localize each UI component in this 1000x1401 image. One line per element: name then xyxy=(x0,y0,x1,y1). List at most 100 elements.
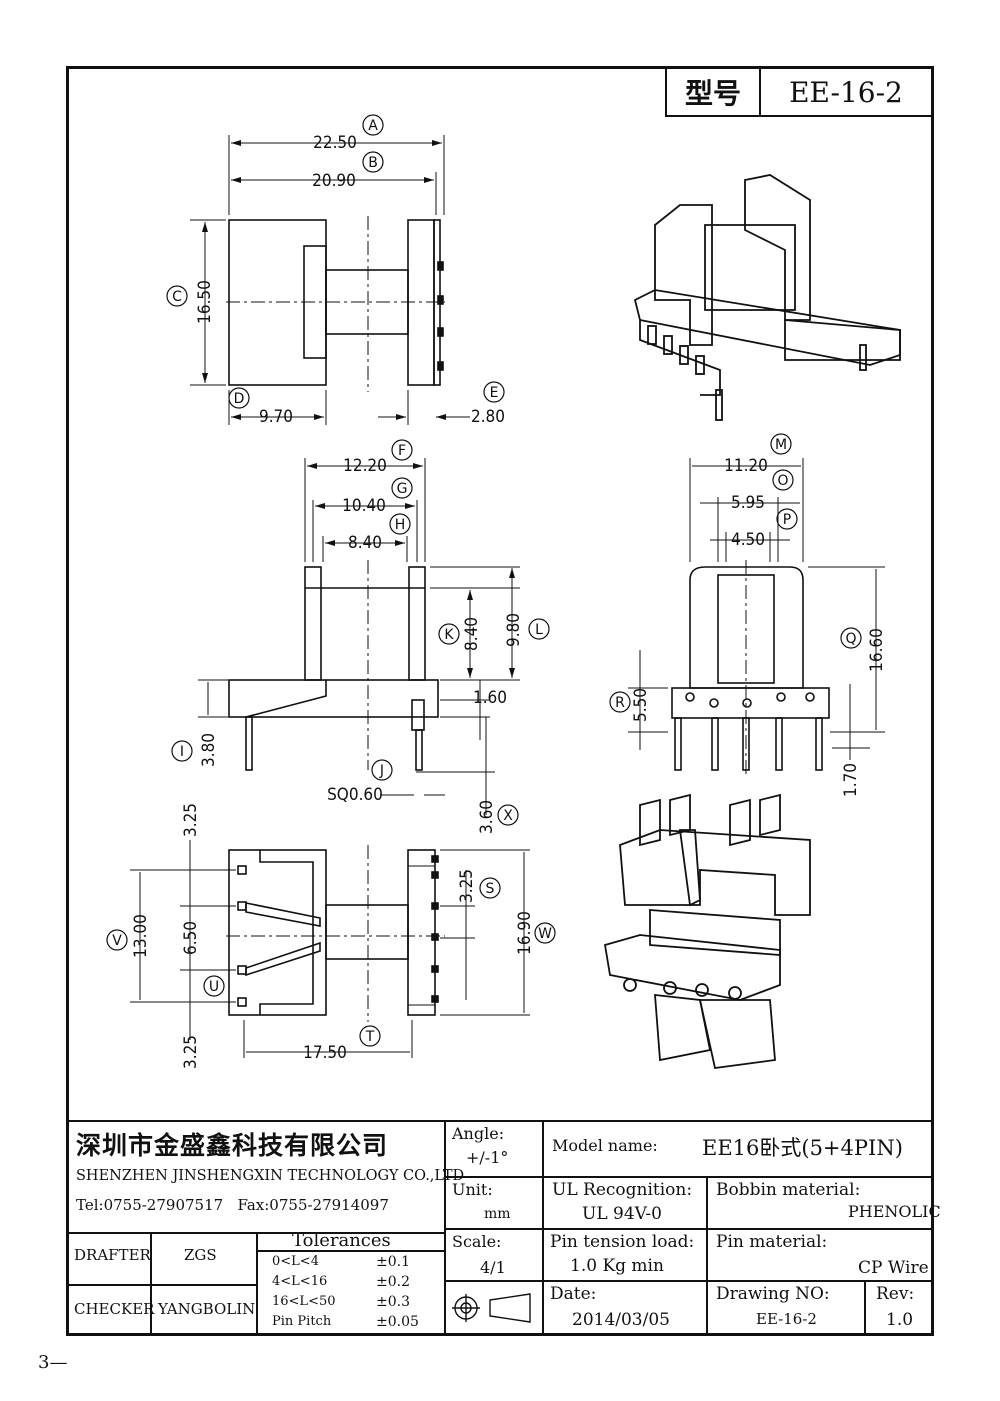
model-name-value: EE16卧式(5+4PIN) xyxy=(702,1136,903,1160)
marker-letters: A B C D E F G H K L I J X M O P Q R S W … xyxy=(112,118,856,1045)
date-label: Date: xyxy=(550,1284,597,1304)
dim-X: 3.60 xyxy=(477,800,497,834)
unit-value: mm xyxy=(484,1206,511,1222)
tol-value-1: ±0.1 xyxy=(376,1254,410,1270)
dim-A: 22.50 xyxy=(313,133,357,153)
model-value: EE-16-2 xyxy=(789,75,903,109)
tol-value-4: ±0.05 xyxy=(376,1314,419,1330)
side-view xyxy=(190,135,470,425)
unit-label: Unit: xyxy=(452,1180,493,1199)
dim-T: 17.50 xyxy=(303,1043,347,1063)
dim-L: 9.80 xyxy=(504,613,524,647)
svg-text:E: E xyxy=(490,385,499,401)
pin-material-label: Pin material: xyxy=(716,1232,828,1252)
rev-label: Rev: xyxy=(876,1284,915,1304)
rev-value: 1.0 xyxy=(886,1310,914,1330)
dim-bottom-325: 3.25 xyxy=(181,1035,201,1069)
front-view xyxy=(198,458,520,815)
tol-range-1: 0<L<4 xyxy=(272,1254,319,1269)
dim-Q: 16.60 xyxy=(867,628,887,672)
checker-value: YANGBOLIN xyxy=(158,1300,256,1318)
svg-text:R: R xyxy=(615,695,625,711)
title-block: 深圳市金盛鑫科技有限公司 SHENZHEN JINSHENGXIN TECHNO… xyxy=(66,1120,941,1336)
dim-W: 16.90 xyxy=(515,911,535,955)
svg-text:J: J xyxy=(379,763,384,779)
svg-text:T: T xyxy=(365,1029,375,1045)
bottom-view xyxy=(130,840,530,1058)
dim-K: 8.40 xyxy=(462,617,482,651)
pin-material-value: CP Wire xyxy=(858,1258,929,1278)
page-mark: 3— xyxy=(38,1352,68,1373)
dim-top-325: 3.25 xyxy=(181,803,201,837)
svg-text:P: P xyxy=(783,512,791,528)
tol-range-4: Pin Pitch xyxy=(272,1314,332,1329)
dim-J: SQ0.60 xyxy=(327,785,383,805)
dim-O: 5.95 xyxy=(731,493,765,513)
svg-text:Q: Q xyxy=(845,631,856,647)
svg-text:S: S xyxy=(486,881,495,897)
dim-I: 3.80 xyxy=(199,733,219,767)
svg-text:U: U xyxy=(209,979,219,995)
svg-text:V: V xyxy=(112,933,122,949)
svg-text:C: C xyxy=(172,289,182,305)
drafter-value: ZGS xyxy=(184,1246,217,1264)
svg-text:M: M xyxy=(775,437,787,453)
tol-value-3: ±0.3 xyxy=(376,1294,410,1310)
tolerances-title: Tolerances xyxy=(292,1230,391,1251)
scale-label: Scale: xyxy=(452,1232,502,1251)
tol-range-3: 16<L<50 xyxy=(272,1294,336,1309)
dim-S: 3.25 xyxy=(457,869,477,903)
svg-text:D: D xyxy=(234,391,245,407)
company-name-cn: 深圳市金盛鑫科技有限公司 xyxy=(76,1131,389,1160)
dim-C: 16.50 xyxy=(195,280,215,324)
svg-text:X: X xyxy=(503,808,513,824)
ul-value: UL 94V-0 xyxy=(582,1204,662,1224)
checker-label: CHECKER xyxy=(74,1300,155,1318)
isometric-assembled xyxy=(633,174,901,421)
dim-P: 4.50 xyxy=(731,530,765,550)
dim-pin-length: 1.70 xyxy=(841,763,861,797)
model-label: 型号 xyxy=(667,69,761,115)
svg-text:B: B xyxy=(368,155,378,171)
svg-text:L: L xyxy=(535,622,543,638)
dim-H: 8.40 xyxy=(348,533,382,553)
pin-tension-label: Pin tension load: xyxy=(550,1232,695,1252)
model-header: 型号 EE-16-2 xyxy=(665,69,931,117)
dim-B: 20.90 xyxy=(312,171,356,191)
model-name-label: Model name: xyxy=(552,1136,658,1155)
company-name-en: SHENZHEN JINSHENGXIN TECHNOLOGY CO.,LTD xyxy=(76,1168,465,1184)
svg-text:O: O xyxy=(777,473,788,489)
end-view xyxy=(628,458,885,775)
angle-label: Angle: xyxy=(452,1124,505,1143)
svg-text:F: F xyxy=(398,443,406,459)
isometric-exploded xyxy=(603,793,811,1070)
angle-value: +/-1° xyxy=(466,1148,509,1167)
bobbin-value: PHENOLIC xyxy=(848,1202,941,1221)
dim-U: 6.50 xyxy=(181,921,201,955)
dim-pin-width: 1.60 xyxy=(473,688,507,708)
drawing-sheet: 型号 EE-16-2 xyxy=(66,66,934,1336)
date-value: 2014/03/05 xyxy=(572,1310,670,1330)
dim-M: 11.20 xyxy=(724,456,768,476)
dimension-markers xyxy=(106,114,862,1047)
svg-text:W: W xyxy=(538,926,552,942)
tol-value-2: ±0.2 xyxy=(376,1274,410,1290)
svg-text:H: H xyxy=(395,517,406,533)
drawing-no-value: EE-16-2 xyxy=(756,1310,817,1328)
dim-F: 12.20 xyxy=(343,456,387,476)
svg-text:G: G xyxy=(397,481,408,497)
dim-R: 5.50 xyxy=(631,688,651,722)
ul-label: UL Recognition: xyxy=(552,1180,693,1200)
svg-text:A: A xyxy=(368,118,378,134)
projection-symbol xyxy=(452,1293,531,1323)
company-contact: Tel:0755-27907517 Fax:0755-27914097 xyxy=(76,1196,389,1214)
pin-tension-value: 1.0 Kg min xyxy=(570,1256,664,1276)
svg-text:K: K xyxy=(444,627,454,643)
svg-text:I: I xyxy=(180,744,184,760)
drafter-label: DRAFTER xyxy=(74,1246,151,1264)
dim-V: 13.00 xyxy=(131,914,151,958)
tol-range-2: 4<L<16 xyxy=(272,1274,328,1289)
bobbin-label: Bobbin material: xyxy=(716,1180,861,1200)
technical-drawing: A B C D E F G H K L I J X M O P Q R S W … xyxy=(106,114,901,1070)
scale-value: 4/1 xyxy=(480,1258,506,1277)
